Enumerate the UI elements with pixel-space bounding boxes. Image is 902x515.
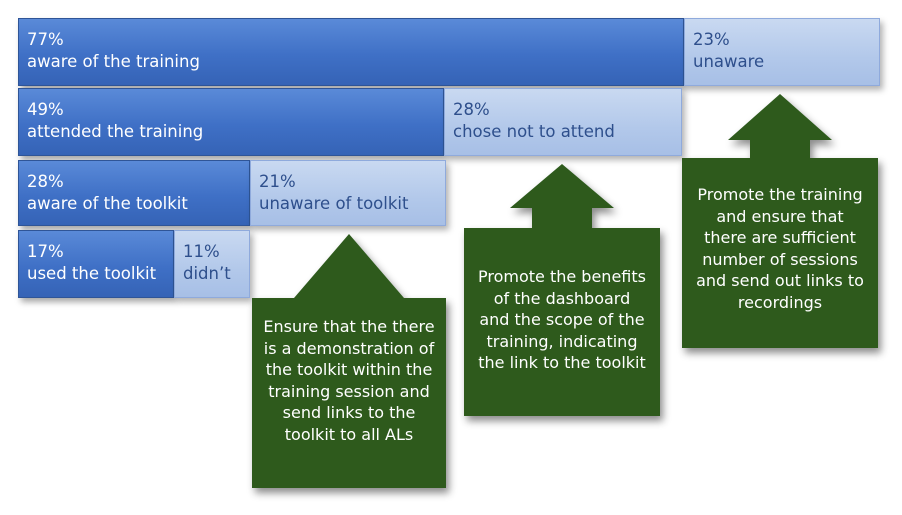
callout-line: Promote the training: [697, 185, 863, 204]
bar-percent: 21%: [259, 172, 296, 191]
callout-line: toolkit to all ALs: [284, 424, 414, 444]
callout-promote-benefits: Promote the benefits of the dashboard an…: [464, 164, 660, 420]
up-arrow-shape: [682, 94, 878, 348]
up-arrow-shape: [464, 164, 660, 416]
callout-line: number of sessions: [702, 249, 858, 269]
bar-aware-of-training: 77% aware of the training: [18, 18, 684, 86]
bar-label: didn’t: [183, 264, 231, 283]
callout-line: and send out links to: [696, 271, 864, 290]
bar-percent: 28%: [27, 172, 64, 191]
bar-percent: 49%: [27, 100, 64, 119]
callout-line: training session and: [268, 381, 430, 401]
bar-used-toolkit: 17% used the toolkit: [18, 230, 174, 298]
bar-aware-of-toolkit: 28% aware of the toolkit: [18, 160, 250, 226]
up-arrow-shape: [252, 234, 446, 488]
bar-percent: 77%: [27, 30, 64, 49]
callout-line: is a demonstration of: [263, 338, 435, 358]
bar-didnt-use-toolkit: 11% didn’t: [174, 230, 250, 298]
callout-line: training, indicating: [486, 331, 638, 351]
callout-promote-training: Promote the training and ensure that the…: [682, 94, 878, 352]
callout-toolkit-demonstration: Ensure that the there is a demonstration…: [252, 234, 446, 492]
bar-label: unaware of toolkit: [259, 194, 409, 213]
bar-percent: 17%: [27, 242, 64, 261]
bar-percent: 23%: [693, 30, 730, 49]
callout-line: the link to the toolkit: [478, 353, 646, 372]
bar-percent: 28%: [453, 100, 490, 119]
bar-label: attended the training: [27, 122, 204, 141]
bar-chose-not-to-attend: 28% chose not to attend: [444, 88, 682, 156]
callout-line: there are sufficient: [704, 228, 856, 247]
callout-line: and the scope of the: [479, 310, 645, 329]
callout-line: Promote the benefits: [478, 267, 646, 286]
bar-label: used the toolkit: [27, 264, 157, 283]
bar-label: chose not to attend: [453, 122, 615, 141]
bar-attended-training: 49% attended the training: [18, 88, 444, 156]
bar-label: unaware: [693, 52, 765, 71]
bar-percent: 11%: [183, 242, 220, 261]
bar-label: aware of the training: [27, 52, 200, 71]
callout-line: recordings: [737, 292, 823, 312]
callout-line: the toolkit within the: [265, 360, 433, 379]
callout-line: send links to the: [282, 403, 416, 422]
bar-unaware-of-training: 23% unaware: [684, 18, 880, 86]
callout-line: and ensure that: [716, 206, 844, 226]
callout-line: of the dashboard: [493, 288, 631, 308]
callout-line: Ensure that the there: [263, 317, 435, 336]
bar-label: aware of the toolkit: [27, 194, 188, 213]
bar-unaware-of-toolkit: 21% unaware of toolkit: [250, 160, 446, 226]
